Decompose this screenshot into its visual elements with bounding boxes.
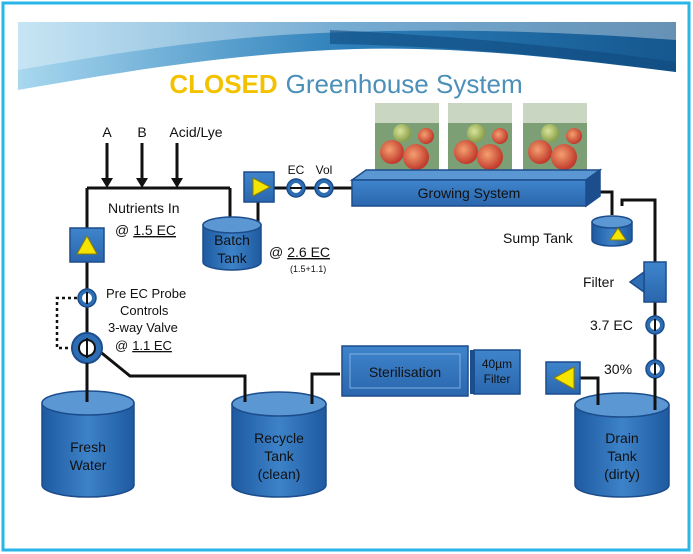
input-b-label: B: [137, 124, 146, 140]
pump-triangle-icon: [609, 227, 627, 241]
drain-filter: [628, 261, 667, 303]
sump-tank-label: Sump Tank: [503, 230, 574, 246]
pump-triangle-icon: [252, 177, 272, 197]
batch-at: @: [269, 244, 283, 260]
valve-ec-line: @1.1 EC: [115, 338, 172, 353]
drain-tank-label-1: Drain: [605, 430, 638, 446]
micro-filter-line2: Filter: [484, 372, 511, 386]
fresh-tank-label-1: Fresh: [70, 439, 106, 455]
fresh-water-tank: [41, 390, 135, 498]
ec-sensor-label: EC: [288, 163, 305, 177]
title-rest: Greenhouse System: [286, 69, 523, 99]
drain-tank-label-2: Tank: [607, 448, 638, 464]
pump-triangle-icon: [76, 234, 98, 255]
pre-ec-line1: Pre EC Probe: [106, 286, 186, 301]
valve-at: @: [115, 338, 128, 353]
drain-tank-label-3: (dirty): [604, 466, 640, 482]
recycle-tank-label-3: (clean): [258, 466, 301, 482]
nutrients-ec-line: @1.5 EC: [115, 222, 176, 238]
batch-tank: [202, 216, 262, 271]
fresh-tank-label-2: Water: [70, 457, 107, 473]
micro-filter-line1: 40µm: [482, 357, 512, 371]
batch-pump: [243, 171, 275, 203]
input-arrows: [101, 143, 183, 188]
batch-ec-line: @2.6 EC: [269, 244, 330, 260]
drain-percent-label: 30%: [604, 361, 632, 377]
pipe-entries: [85, 363, 657, 410]
growing-system-label: Growing System: [418, 185, 521, 201]
page-title: CLOSED Greenhouse System: [169, 69, 522, 99]
drain-ec-sensor: [645, 315, 665, 335]
micro-filter: [470, 349, 521, 395]
batch-tank-label-2: Tank: [217, 250, 248, 266]
pre-ec-sensor: [77, 288, 97, 308]
three-way-valve-icon: [71, 332, 103, 364]
growing-system: [349, 168, 603, 208]
input-acid-label: Acid/Lye: [169, 124, 222, 140]
nutrients-ec-value: 1.5 EC: [133, 222, 176, 238]
batch-ec-sum: (1.5+1.1): [290, 264, 326, 274]
recycle-tank: [231, 391, 327, 498]
control-link: [55, 296, 77, 350]
sterilisation-label: Sterilisation: [369, 364, 441, 380]
drain-percent-sensor: [645, 359, 665, 379]
ec-sensor: [286, 178, 306, 198]
vol-sensor-label: Vol: [316, 163, 333, 177]
recycle-tank-label-2: Tank: [264, 448, 295, 464]
nutrients-at: @: [115, 222, 129, 238]
nutrients-in-label: Nutrients In: [108, 200, 180, 216]
pump-triangle-icon: [552, 366, 575, 390]
sterilisation-unit: [341, 345, 469, 397]
pipe-to-sump: [596, 190, 614, 215]
drain-ec-label: 3.7 EC: [590, 317, 633, 333]
drain-tank: [574, 392, 670, 498]
tomato-photo-3: [523, 103, 587, 179]
recycle-tank-label-1: Recycle: [254, 430, 304, 446]
pre-ec-line2: Controls: [120, 303, 169, 318]
vol-sensor: [314, 178, 334, 198]
title-highlight: CLOSED: [169, 69, 277, 99]
batch-ec-value: 2.6 EC: [287, 244, 330, 260]
nutrient-pump: [69, 227, 105, 263]
sump-tank: [591, 215, 633, 247]
title-banner: [18, 22, 676, 90]
valve-ec-value: 1.1 EC: [132, 338, 172, 353]
tomato-photo-1: [375, 103, 439, 179]
drain-pump: [545, 361, 581, 395]
tomato-photo-2: [448, 103, 512, 179]
filter-label: Filter: [583, 274, 614, 290]
pre-ec-line3: 3-way Valve: [108, 320, 178, 335]
input-a-label: A: [102, 124, 112, 140]
batch-tank-label-1: Batch: [214, 232, 250, 248]
